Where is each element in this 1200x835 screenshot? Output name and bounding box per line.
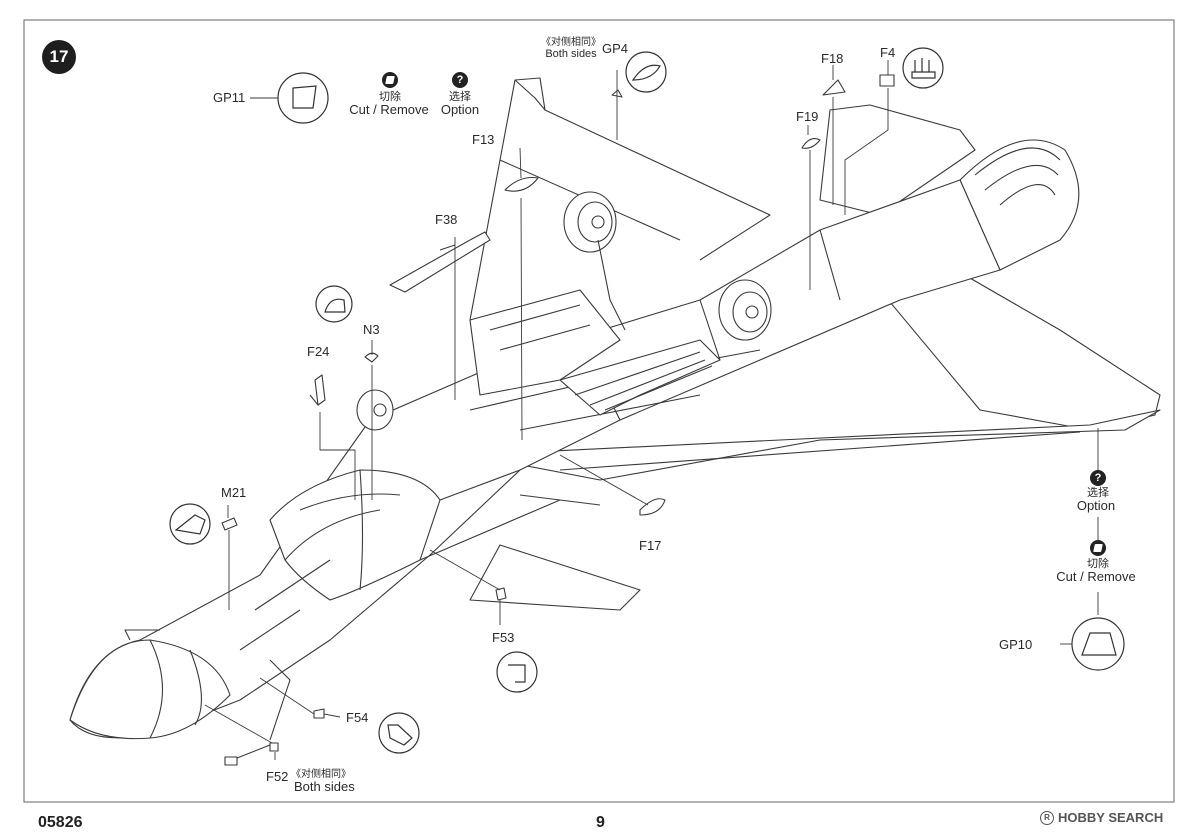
- step-number-badge: 17: [42, 40, 76, 74]
- cut-label-en: Cut / Remove: [349, 102, 429, 117]
- main-wheel-upper: [563, 191, 617, 253]
- nose-cone: [69, 639, 231, 740]
- option-icon-right: ?: [1090, 470, 1106, 486]
- canopy: [269, 469, 441, 601]
- part-label-f38: F38: [435, 212, 458, 227]
- f4-callout: [902, 47, 944, 89]
- registered-mark-icon: R: [1040, 810, 1054, 825]
- gp11-callout: [277, 72, 329, 124]
- part-f53: [495, 587, 507, 601]
- m21-callout: [169, 503, 211, 545]
- part-f24: [314, 374, 326, 406]
- option-label-cn: 选择: [449, 91, 471, 103]
- watermark-text: HOBBY SEARCH: [1058, 810, 1164, 825]
- both-sides-note-en-top: Both sides: [545, 48, 597, 60]
- product-code: 05826: [38, 814, 83, 831]
- n3-callout: [315, 285, 353, 323]
- cut-icon-right: [1090, 540, 1106, 556]
- part-label-f19: F19: [796, 109, 819, 124]
- part-label-f52: F52: [266, 769, 289, 784]
- part-f17: [639, 498, 666, 516]
- part-label-f53: F53: [492, 630, 515, 645]
- engine-nozzle: [959, 139, 1080, 271]
- part-label-gp11: GP11: [213, 90, 246, 105]
- part-f18: [822, 79, 846, 96]
- gp10-callout: [1071, 617, 1125, 671]
- part-n3: [364, 352, 379, 363]
- option-label-cn-right: 选择: [1087, 487, 1109, 499]
- part-label-gp10: GP10: [999, 637, 1033, 652]
- cut-label-cn: 切除: [379, 91, 401, 103]
- canard: [469, 544, 641, 611]
- option-label-en: Option: [440, 102, 480, 117]
- page-number: 9: [596, 814, 605, 831]
- cut-icon: [382, 72, 398, 88]
- both-sides-note-cn-top: 《对侧相同》: [541, 37, 601, 48]
- part-label-m21: M21: [221, 485, 247, 500]
- main-wheel-lower: [718, 279, 772, 341]
- part-label-f54: F54: [346, 710, 369, 725]
- option-label-en-right: Option: [1076, 498, 1116, 513]
- cut-label-cn-right: 切除: [1087, 558, 1109, 570]
- nose-wheel: [356, 389, 394, 431]
- part-f19: [801, 138, 821, 149]
- part-f13: [504, 176, 539, 192]
- option-icon: ?: [452, 72, 468, 88]
- both-sides-note-cn-bottom: 《对侧相同》: [291, 769, 351, 780]
- part-m21: [221, 517, 238, 531]
- f53-callout: [496, 651, 538, 693]
- both-sides-note-en-bottom: Both sides: [294, 779, 355, 794]
- watermark: R HOBBY SEARCH: [1040, 810, 1163, 825]
- part-label-f18: F18: [821, 51, 844, 66]
- lower-wing: [469, 409, 1161, 481]
- upper-wing: [469, 77, 771, 321]
- f54-callout: [378, 712, 420, 754]
- part-f54: [313, 708, 325, 719]
- part-label-f24: F24: [307, 344, 330, 359]
- part-f52: [269, 742, 279, 752]
- part-label-f17: F17: [639, 538, 662, 553]
- gp4-callout: [625, 51, 667, 93]
- part-label-n3: N3: [363, 322, 380, 337]
- part-label-f4: F4: [880, 45, 896, 60]
- part-label-gp4: GP4: [602, 41, 629, 56]
- part-label-f13: F13: [472, 132, 495, 147]
- part-f38: [389, 231, 491, 293]
- cut-label-en-right: Cut / Remove: [1056, 569, 1136, 584]
- part-f4: [879, 74, 895, 87]
